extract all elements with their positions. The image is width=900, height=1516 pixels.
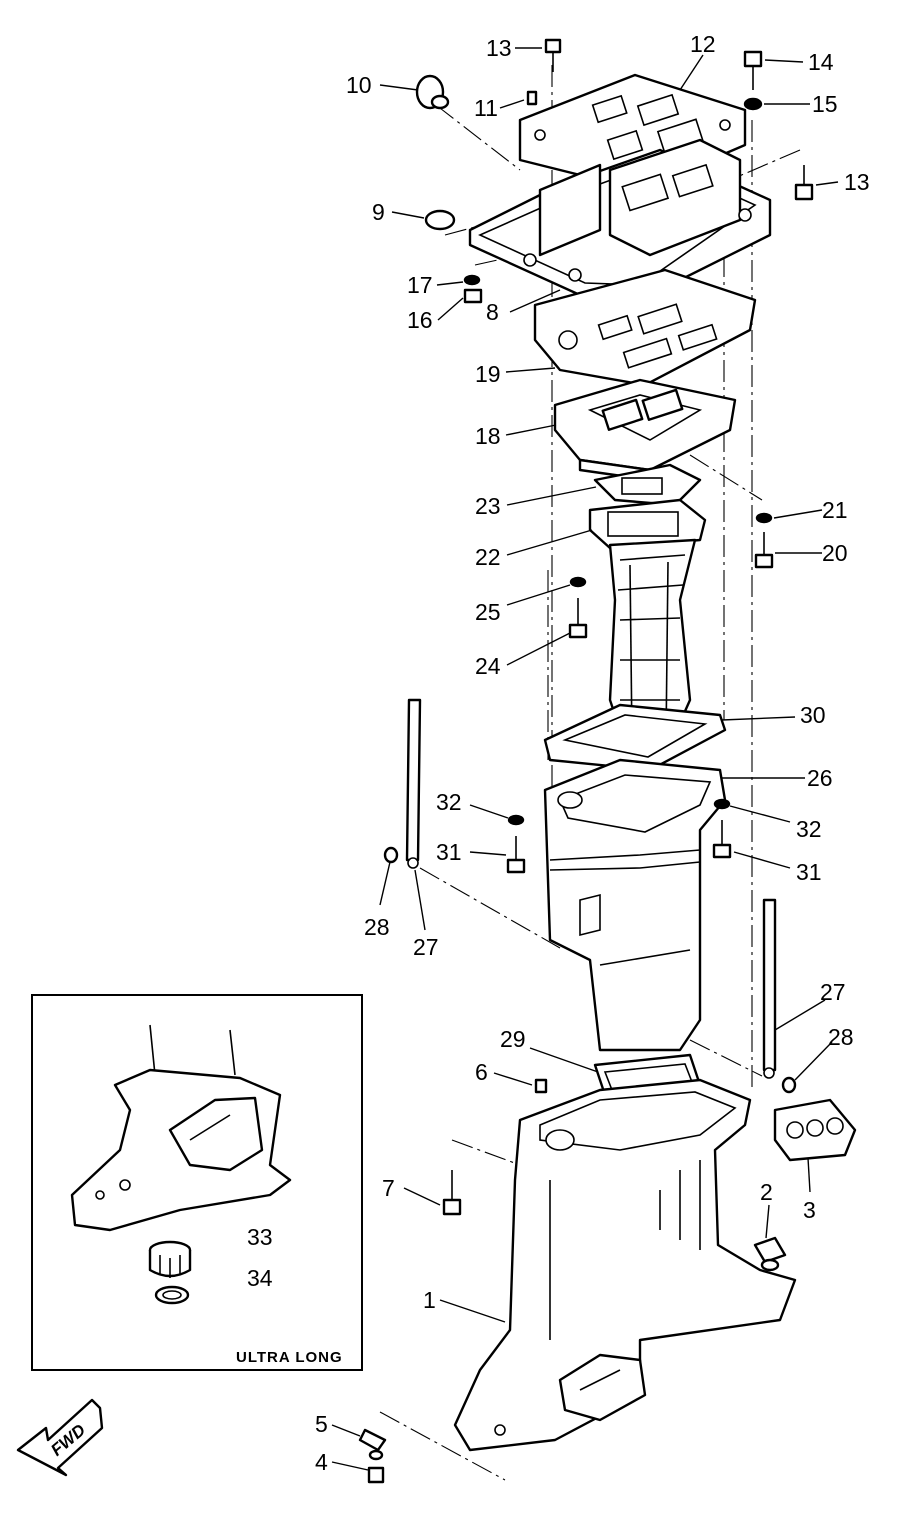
callout-5: 5	[315, 1411, 328, 1437]
callout-31b: 31	[796, 859, 822, 885]
callout-32b: 32	[796, 816, 822, 842]
callout-27a: 27	[413, 934, 439, 960]
callout-16: 16	[407, 307, 433, 333]
exhaust-guide-18	[553, 378, 737, 482]
callout-4: 4	[315, 1449, 328, 1475]
gasket-30	[543, 703, 727, 772]
callout-21: 21	[822, 497, 848, 523]
callout-labels: 13 12 14 10 11 15 13 9 17 16 8 19 18 23 …	[47, 31, 869, 1475]
gasket-23	[593, 463, 702, 507]
callout-22: 22	[475, 544, 501, 570]
callout-7: 7	[382, 1175, 395, 1201]
hardware-bolts	[358, 38, 814, 1484]
callout-26: 26	[807, 765, 833, 791]
callout-33: 33	[247, 1224, 273, 1250]
callout-17: 17	[407, 272, 433, 298]
ultra-long-inset	[31, 994, 363, 1371]
inset-label-ultra-long: ULTRA LONG	[236, 1349, 343, 1366]
inset-lower-casing	[70, 1024, 292, 1232]
callout-8: 8	[486, 299, 499, 325]
inset-part-34	[154, 1285, 190, 1305]
callout-19: 19	[475, 361, 501, 387]
callout-6: 6	[475, 1059, 488, 1085]
fwd-direction-arrow	[16, 1398, 104, 1477]
callout-14: 14	[808, 49, 834, 75]
callout-3: 3	[803, 1197, 816, 1223]
callout-34: 34	[247, 1265, 273, 1291]
callout-30: 30	[800, 702, 826, 728]
callout-11: 11	[474, 95, 498, 121]
lower-casing-1	[453, 1078, 797, 1452]
callout-18: 18	[475, 423, 501, 449]
callout-13a: 13	[486, 35, 512, 61]
callout-10: 10	[346, 72, 372, 98]
callout-24: 24	[475, 653, 501, 679]
callout-27b: 27	[820, 979, 846, 1005]
callout-9: 9	[372, 199, 385, 225]
callout-28b: 28	[828, 1024, 854, 1050]
callout-2: 2	[760, 1179, 773, 1205]
callout-29: 29	[500, 1026, 526, 1052]
upper-casing-26	[543, 758, 727, 1052]
callout-25: 25	[475, 599, 501, 625]
water-inlet-cover-3	[773, 1098, 857, 1162]
callout-1: 1	[423, 1287, 436, 1313]
callout-20: 20	[822, 540, 848, 566]
damper-strip-27-left	[405, 698, 422, 869]
callout-28a: 28	[364, 914, 390, 940]
damper-strip-27-right	[762, 898, 777, 1079]
callout-32a: 32	[436, 789, 462, 815]
inset-part-33	[148, 1240, 192, 1278]
callout-31a: 31	[436, 839, 462, 865]
upper-mount-plate-8	[468, 138, 772, 302]
gasket-19	[533, 268, 757, 387]
callout-15: 15	[812, 91, 838, 117]
callout-12: 12	[690, 31, 716, 57]
callout-23: 23	[475, 493, 501, 519]
callout-13b: 13	[844, 169, 870, 195]
